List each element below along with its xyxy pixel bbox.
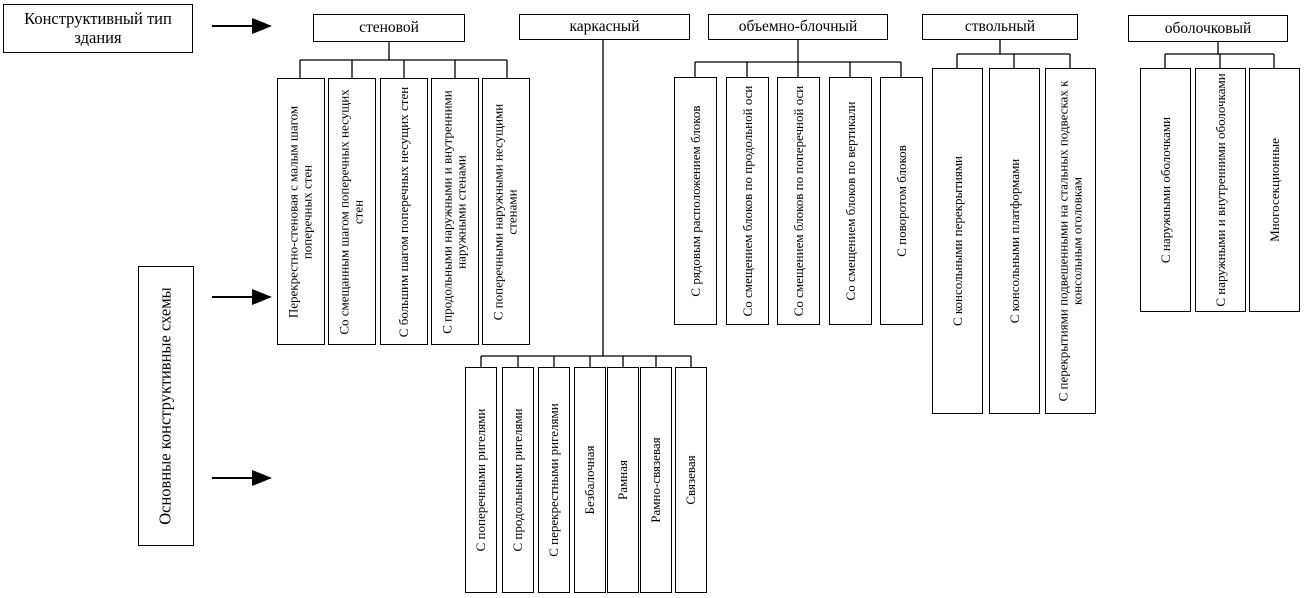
scheme-shell-3-text: Многосекционные	[1266, 138, 1282, 242]
scheme-block-5-text: С поворотом блоков	[893, 145, 909, 257]
type-header-shell: оболочковый	[1128, 15, 1288, 42]
type-header-trunk: ствольный	[922, 14, 1078, 40]
building-type-label-text: Конструктивный тип здания	[24, 9, 172, 47]
scheme-box-wall-4: С продольными наружными и внутренними на…	[431, 78, 479, 345]
scheme-block-3-text: Со смещением блоков по поперечной оси	[790, 85, 806, 317]
scheme-box-block-4: Со смещением блоков по вертикали	[829, 77, 872, 325]
scheme-box-wall-5: С поперечными наружными несущими стенами	[482, 78, 530, 345]
scheme-box-wall-3: С большим шагом поперечных несущих стен	[380, 78, 428, 345]
scheme-box-block-3: Со смещением блоков по поперечной оси	[777, 77, 820, 325]
scheme-box-frame-1: С поперечными ригелями	[465, 367, 497, 593]
scheme-box-shell-2: С наружными и внутренними оболочками	[1195, 68, 1246, 312]
type-header-block: объемно-блочный	[708, 14, 888, 40]
scheme-block-2-text: Со смещением блоков по продольной оси	[739, 85, 755, 317]
scheme-box-frame-3: С перекрестными ригелями	[538, 367, 570, 593]
type-header-frame: каркасный	[519, 14, 690, 40]
scheme-trunk-3-text: С перекрытиями подвешенными на стальных …	[1055, 80, 1085, 402]
scheme-frame-1-text: С поперечными ригелями	[472, 408, 488, 552]
scheme-frame-2-text: С продольными ригелями	[509, 408, 525, 552]
scheme-box-frame-2: С продольными ригелями	[502, 367, 534, 593]
scheme-box-block-5: С поворотом блоков	[880, 77, 923, 325]
scheme-wall-1-text: Перекрестно-стеновая с малым шагом попер…	[285, 105, 315, 318]
scheme-trunk-2-text: С консольными платформами	[1006, 158, 1022, 324]
scheme-box-trunk-2: С консольными платформами	[989, 68, 1040, 414]
scheme-frame-6-text: Рамно-связевая	[647, 437, 663, 523]
type-header-shell-label: оболочковый	[1164, 19, 1252, 37]
type-header-trunk-label: ствольный	[964, 18, 1036, 36]
scheme-frame-4-text: Безбалочная	[581, 445, 597, 515]
scheme-wall-4-text: С продольными наружными и внутренними на…	[439, 89, 469, 334]
scheme-box-block-1: С рядовым расположением блоков	[674, 77, 717, 325]
scheme-shell-2-text: С наружными и внутренними оболочками	[1212, 73, 1228, 307]
scheme-trunk-1-text: С консольными перекрытиями	[949, 155, 965, 327]
type-header-wall-label: стеновой	[359, 19, 419, 37]
scheme-box-frame-7: Связевая	[675, 367, 707, 593]
type-header-frame-label: каркасный	[569, 18, 640, 36]
scheme-block-1-text: С рядовым расположением блоков	[687, 105, 703, 297]
type-header-wall: стеновой	[313, 14, 465, 42]
scheme-shell-1-text: С наружными оболочками	[1157, 116, 1173, 264]
scheme-box-shell-1: С наружными оболочками	[1140, 68, 1191, 312]
scheme-box-shell-3: Многосекционные	[1249, 68, 1300, 312]
building-type-label: Конструктивный тип здания	[3, 4, 193, 53]
construction-schemes-label: Основные конструктивные схемы	[138, 266, 194, 546]
scheme-box-frame-5: Рамная	[607, 367, 639, 593]
scheme-frame-3-text: С перекрестными ригелями	[545, 403, 561, 557]
scheme-box-trunk-3: С перекрытиями подвешенными на стальных …	[1045, 68, 1096, 414]
scheme-frame-7-text: Связевая	[682, 455, 698, 505]
scheme-box-block-2: Со смещением блоков по продольной оси	[726, 77, 769, 325]
construction-schemes-label-text: Основные конструктивные схемы	[155, 287, 175, 525]
scheme-frame-5-text: Рамная	[614, 460, 630, 500]
scheme-box-wall-1: Перекрестно-стеновая с малым шагом попер…	[277, 78, 325, 345]
type-header-block-label: объемно-блочный	[738, 18, 858, 36]
scheme-block-4-text: Со смещением блоков по вертикали	[842, 101, 858, 301]
scheme-box-frame-4: Безбалочная	[574, 367, 606, 593]
scheme-box-frame-6: Рамно-связевая	[640, 367, 672, 593]
scheme-box-trunk-1: С консольными перекрытиями	[932, 68, 983, 414]
scheme-wall-2-text: Со смещанным шагом поперечных несущих ст…	[336, 88, 366, 335]
scheme-wall-5-text: С поперечными наружными несущими стенами	[490, 103, 520, 320]
scheme-box-wall-2: Со смещанным шагом поперечных несущих ст…	[328, 78, 376, 345]
scheme-wall-3-text: С большим шагом поперечных несущих стен	[395, 86, 411, 337]
